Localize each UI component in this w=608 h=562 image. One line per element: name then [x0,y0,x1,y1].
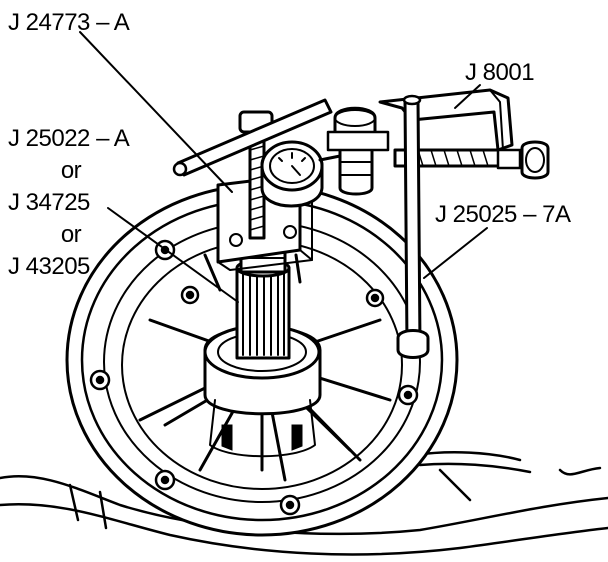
support-rod [396,94,430,359]
label-j25022a: J 25022 – A [8,125,130,152]
label-j25025-7a: J 25025 – 7A [435,201,571,228]
label-or-1: or [60,157,82,184]
leader-lines [79,31,488,303]
input-shaft [235,258,291,360]
t-handle [172,98,333,177]
label-or-2: or [60,221,82,248]
housing-bolts [89,239,419,516]
hub-body [203,324,322,458]
indicator-holder [326,106,390,196]
label-j8001: J 8001 [465,59,535,86]
label-j24773a: J 24773 – A [8,9,130,36]
label-j34725: J 34725 [8,189,90,216]
label-j43205: J 43205 [8,253,90,280]
